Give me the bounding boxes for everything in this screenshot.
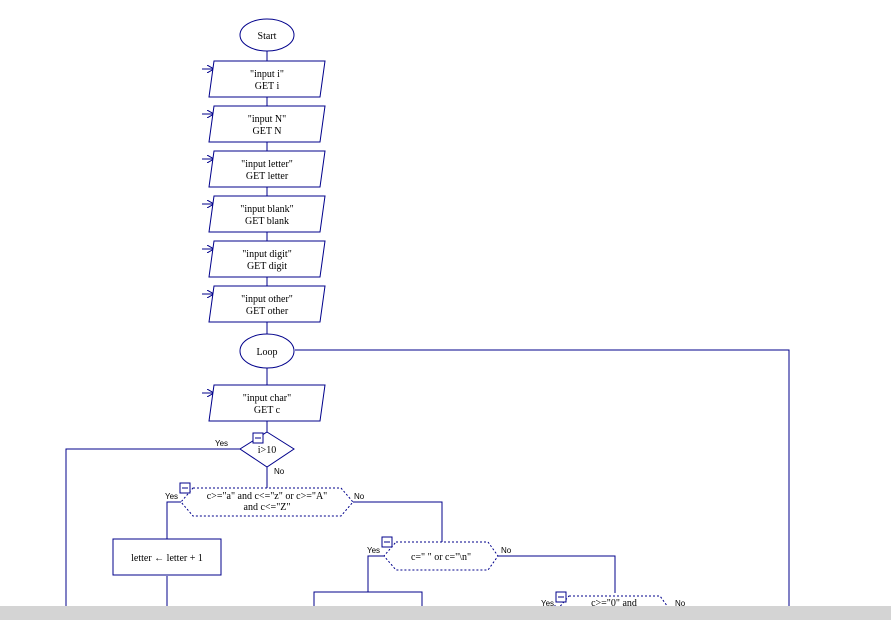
input-n-node[interactable]: "input N" GET N bbox=[208, 105, 326, 143]
input-letter-node[interactable]: "input letter" GET letter bbox=[208, 150, 326, 188]
no-label-4: No bbox=[675, 599, 686, 606]
input-char-line1: "input char" bbox=[243, 393, 291, 404]
input-i-line2: GET i bbox=[255, 81, 280, 92]
input-blank-node[interactable]: "input blank" GET blank bbox=[208, 195, 326, 233]
blank-assign-node-partial[interactable] bbox=[313, 591, 423, 606]
no-label-1: No bbox=[274, 467, 285, 476]
connector-lines bbox=[65, 51, 790, 606]
decision-is-letter-line1: c>="a" and c<="z" or c>="A" bbox=[207, 491, 328, 502]
yes-label-1: Yes bbox=[215, 439, 228, 448]
yes-label-3: Yes bbox=[367, 546, 380, 555]
yes-label-4: Yes bbox=[541, 599, 554, 606]
decision-i-gt-10[interactable]: i>10 bbox=[239, 431, 295, 468]
input-other-node[interactable]: "input other" GET other bbox=[208, 285, 326, 323]
decision-is-blank[interactable]: c=" " or c="\n" bbox=[383, 541, 499, 571]
decision-is-blank-label: c=" " or c="\n" bbox=[411, 552, 471, 563]
input-i-node[interactable]: "input i" GET i bbox=[208, 60, 326, 98]
assign-letter-node[interactable]: letter ← letter + 1 bbox=[112, 538, 222, 576]
loop-label: Loop bbox=[256, 347, 277, 358]
input-letter-line1: "input letter" bbox=[241, 159, 293, 170]
input-char-node[interactable]: "input char" GET c bbox=[208, 384, 326, 422]
decision-is-digit[interactable]: c>="0" and bbox=[557, 595, 670, 606]
input-n-line1: "input N" bbox=[248, 114, 286, 125]
horizontal-scrollbar[interactable] bbox=[0, 606, 891, 620]
start-label: Start bbox=[258, 31, 277, 42]
flowchart-canvas: Start "input i" GET i "input N" GET N "i… bbox=[65, 18, 790, 606]
start-node[interactable]: Start bbox=[239, 18, 295, 52]
input-digit-line1: "input digit" bbox=[242, 249, 292, 260]
collapse-toggle-2[interactable] bbox=[179, 482, 191, 494]
assign-letter-label: letter ← letter + 1 bbox=[131, 553, 203, 564]
decision-is-letter-line2: and c<="Z" bbox=[244, 502, 291, 513]
collapse-toggle-4[interactable] bbox=[555, 591, 567, 603]
loop-node[interactable]: Loop bbox=[239, 333, 295, 369]
decision-is-letter[interactable]: c>="a" and c<="z" or c>="A" and c<="Z" bbox=[180, 487, 354, 517]
input-digit-line2: GET digit bbox=[247, 261, 287, 272]
yes-label-2: Yes bbox=[165, 492, 178, 501]
decision-is-digit-label: c>="0" and bbox=[591, 598, 637, 606]
no-label-3: No bbox=[501, 546, 512, 555]
input-i-line1: "input i" bbox=[250, 69, 284, 80]
input-blank-line1: "input blank" bbox=[240, 204, 293, 215]
input-char-line2: GET c bbox=[254, 405, 281, 416]
input-arrows bbox=[202, 69, 214, 393]
collapse-toggle-3[interactable] bbox=[381, 536, 393, 548]
decision-i-gt-10-label: i>10 bbox=[258, 445, 276, 456]
input-letter-line2: GET letter bbox=[246, 171, 289, 182]
input-other-line2: GET other bbox=[246, 306, 289, 317]
collapse-toggle-1[interactable] bbox=[252, 432, 264, 444]
input-n-line2: GET N bbox=[253, 126, 282, 137]
no-label-2: No bbox=[354, 492, 365, 501]
input-other-line1: "input other" bbox=[241, 294, 293, 305]
input-digit-node[interactable]: "input digit" GET digit bbox=[208, 240, 326, 278]
input-blank-line2: GET blank bbox=[245, 216, 289, 227]
